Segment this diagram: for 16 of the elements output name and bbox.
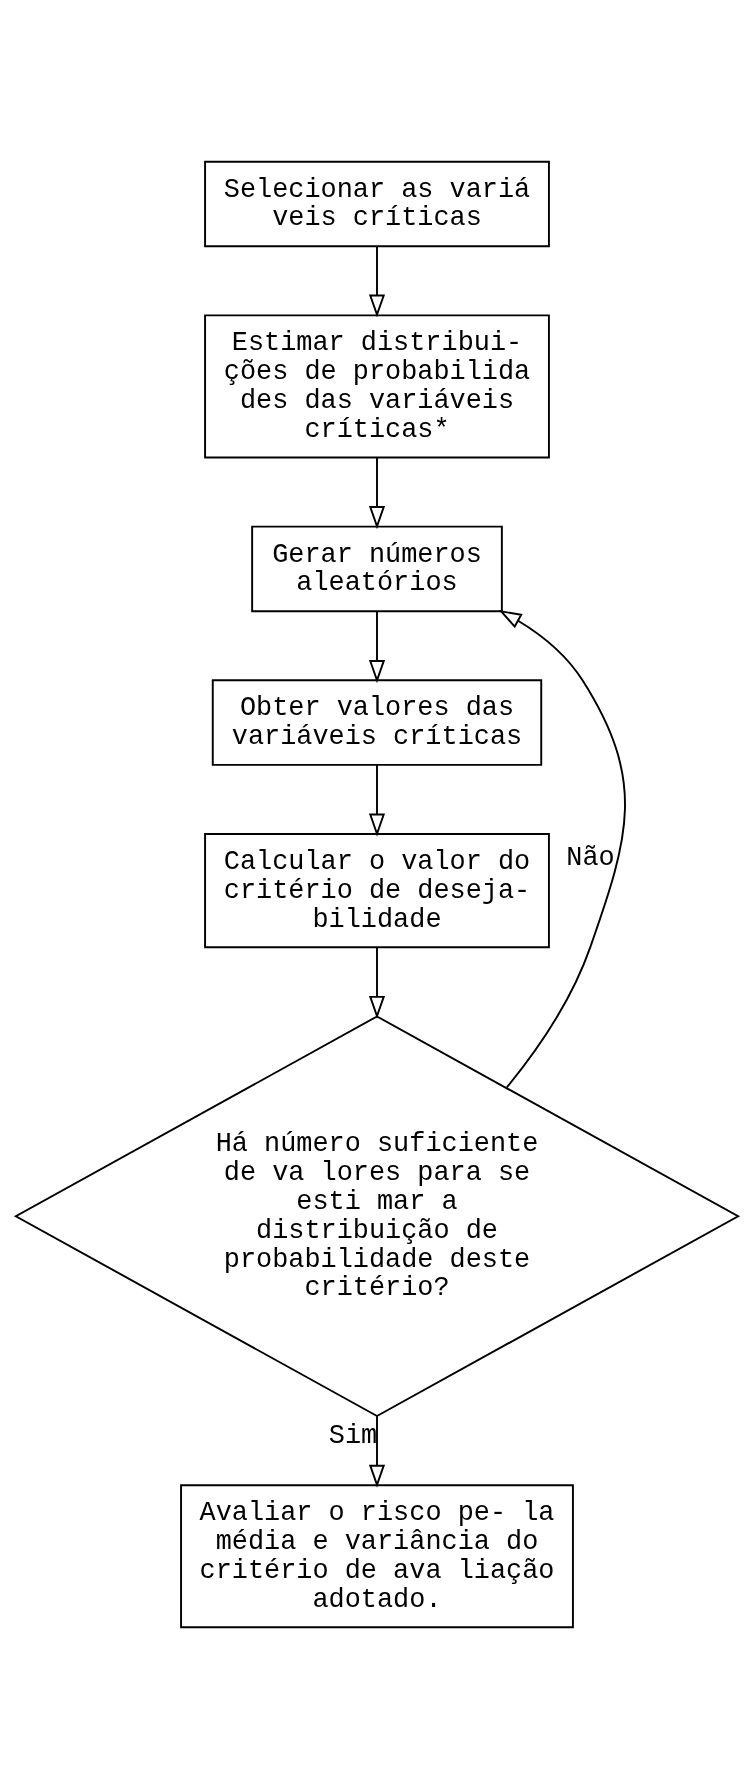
node-box: Selecionar as variá veis críticas (204, 160, 550, 247)
node-box: Gerar números aleatórios (251, 525, 503, 612)
node-box: Avaliar o risco pe- la média e variância do critério de ava liação adotado. (180, 1483, 574, 1628)
node-box: Calcular o valor do critério de deseja- bilidade (204, 832, 550, 948)
arrow (368, 1414, 386, 1488)
arrow (368, 763, 386, 837)
node-box: Obter valores das variáveis críticas (211, 678, 543, 766)
arrow (368, 610, 386, 683)
node-box: Estimar distribui- ções de probabilida des das variáveis críticas* (204, 313, 550, 458)
arrow (368, 244, 386, 318)
node-diamond: Há número suficiente de va lores para se esti mar a distribuição de probabilidade deste critério? (13, 1014, 741, 1417)
arrow (368, 946, 386, 1019)
edge-label: Não (566, 842, 615, 873)
arrow (498, 609, 626, 1088)
arrow (368, 456, 386, 529)
edge-label: Sim (328, 1420, 378, 1451)
